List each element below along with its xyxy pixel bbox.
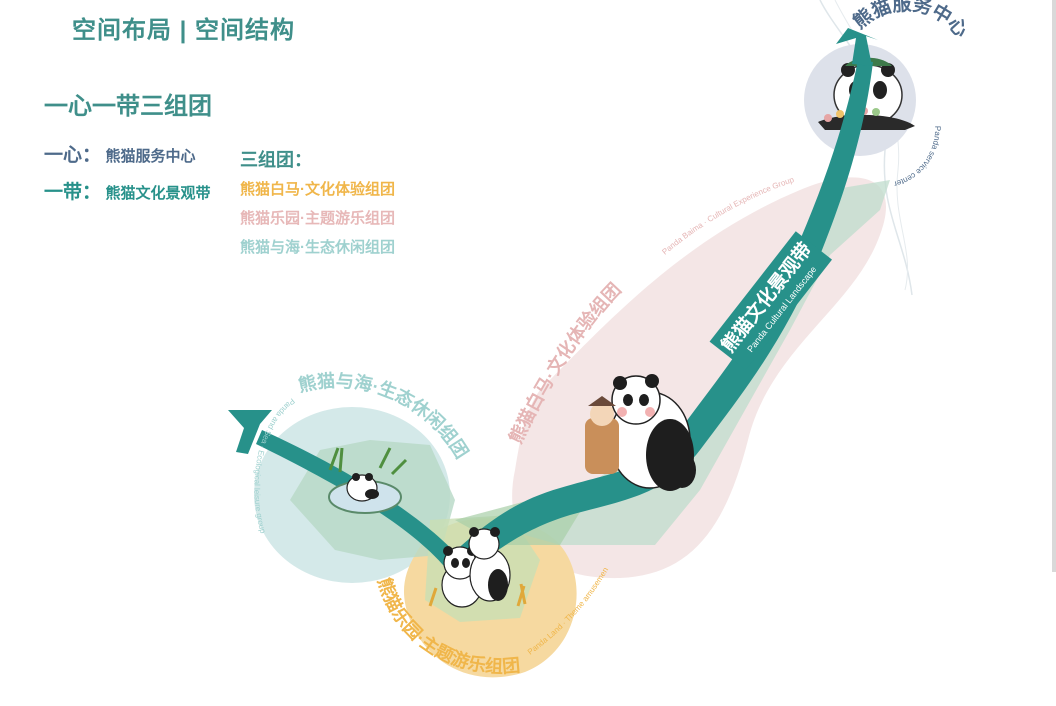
service-center-label: 熊猫服务中心 [848,0,972,42]
belt-value: 熊猫文化景观带 [105,185,211,202]
panda-baima-icon [585,374,696,491]
belt-label: 一带： [44,182,102,203]
belt-arrow-head-top [836,28,878,66]
legend-belt-row: 一带： 熊猫文化景观带 [44,177,210,204]
center-label: 一心： [44,145,102,166]
panda-sea-icon [328,447,408,514]
center-value: 熊猫服务中心 [105,148,196,165]
group-park: 熊猫乐园·主题游乐组团 [240,210,395,227]
group-baima: 熊猫白马·文化体验组团 [240,181,395,198]
groups-heading: 三组团： [240,150,312,170]
page-title: 空间布局 | 空间结构 [72,17,296,44]
sea-arrow-head-left [228,410,272,454]
sea-arrow-body [256,430,466,576]
structure-heading: 一心一带三组团 [44,93,212,120]
group-sea: 熊猫与海·生态休闲组团 [240,239,395,256]
scrollbar[interactable] [1052,0,1056,572]
legend-center-row: 一心： 熊猫服务中心 [44,140,195,167]
belt-label-box [709,231,833,370]
panda-park-icon [428,527,527,608]
